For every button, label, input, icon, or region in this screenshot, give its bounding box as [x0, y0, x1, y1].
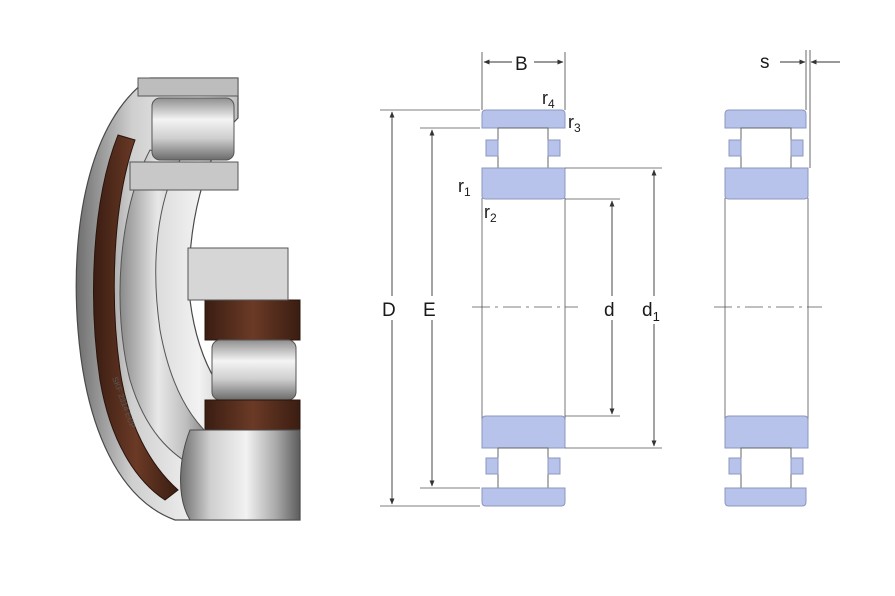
section-view-1: B r4 r3 r1 r2 D E d d1	[380, 52, 670, 507]
label-r1: r1	[458, 176, 471, 199]
outer-ring-bottom-photo	[180, 429, 301, 521]
roller-top	[740, 127, 792, 169]
roller-top	[497, 127, 549, 169]
label-r3: r3	[568, 112, 581, 135]
cage-top-right	[790, 139, 804, 157]
label-bg	[602, 296, 624, 320]
label-r4: r4	[542, 88, 555, 111]
label-s: s	[760, 52, 770, 73]
top-ring-cut-lower	[129, 161, 239, 191]
cage-photo	[93, 134, 179, 501]
top-ring-cut	[137, 77, 239, 97]
label-E: E	[423, 300, 436, 321]
inner-ring-bottom	[481, 415, 566, 449]
cage-top-left	[728, 139, 742, 157]
outer-ring-bottom	[724, 487, 807, 507]
top-roller-photo	[151, 97, 235, 161]
inner-ring-bottom	[724, 415, 809, 449]
bottom-roller-photo	[211, 339, 297, 401]
label-B: B	[515, 54, 528, 75]
inner-ring-top	[724, 167, 809, 200]
cage-bottom-left	[485, 457, 499, 475]
cage-bottom-left	[728, 457, 742, 475]
label-bg	[640, 296, 670, 324]
cage-bottom-right	[547, 457, 561, 475]
bearing-photo: SKF 2314 ECP	[75, 77, 301, 521]
label-bg	[512, 52, 534, 72]
cage-top-right	[547, 139, 561, 157]
label-bg	[380, 296, 404, 320]
section-view-2: s	[714, 50, 840, 507]
label-d: d	[604, 300, 615, 321]
label-D: D	[382, 300, 396, 321]
outer-ring-bottom	[481, 487, 566, 507]
label-r2: r2	[484, 202, 497, 225]
label-bg	[420, 296, 444, 320]
roller-bottom	[497, 447, 549, 489]
label-d1: d1	[642, 300, 660, 324]
cage-top-left	[485, 139, 499, 157]
cage-slot-photo	[204, 299, 301, 341]
upper-roller-cut	[187, 247, 289, 301]
roller-bottom	[740, 447, 792, 489]
inner-ring-top	[481, 167, 566, 200]
cage-bar-photo	[204, 399, 301, 431]
outer-ring-top	[481, 109, 566, 129]
cage-bottom-right	[790, 457, 804, 475]
outer-ring-top	[724, 109, 807, 129]
